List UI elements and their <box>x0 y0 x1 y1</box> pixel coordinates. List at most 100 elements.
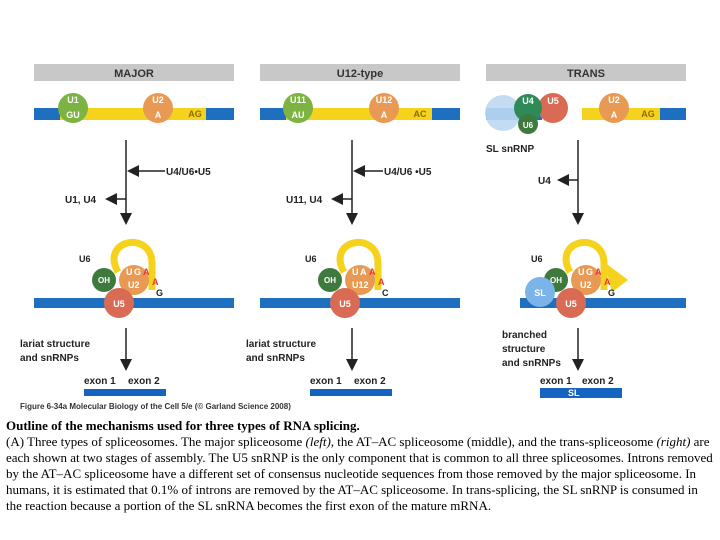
release-label: U11, U4 <box>286 195 323 206</box>
u11-label: U11 <box>290 95 306 105</box>
lariat-a: A <box>595 267 602 277</box>
oh-label: OH <box>324 276 336 285</box>
result-line-1: lariat structure <box>20 339 90 350</box>
slb-label: SL <box>534 288 546 298</box>
u12b-c: C <box>382 288 389 298</box>
end-seq: AG <box>641 109 655 119</box>
recruit-label: U4/U6•U5 <box>166 167 211 178</box>
figure-credit: Figure 6-34a Molecular Biology of the Ce… <box>20 402 291 411</box>
u6-label: U6 <box>523 121 534 130</box>
u12-assembled <box>345 265 375 295</box>
lariat-g: G <box>134 267 141 277</box>
release-label: U1, U4 <box>65 195 97 206</box>
splicing-figure: MAJOR U1 GU U2 A AG U4/U6•U5 U1, U4 U6 O… <box>20 64 686 411</box>
u2b-label: U2 <box>128 280 140 290</box>
figure-caption: Outline of the mechanisms used for three… <box>6 418 714 538</box>
caption-title: Outline of the mechanisms used for three… <box>6 418 360 433</box>
sl-snrnp-label: SL snRNP <box>486 144 534 155</box>
intron-lariat <box>110 239 156 290</box>
u6-snrnp <box>518 114 538 134</box>
branch-arrow <box>604 262 628 292</box>
caption-text: (A) Three types of spliceosomes. The maj… <box>6 434 713 513</box>
lariat-a: A <box>143 267 150 277</box>
u5-label: U5 <box>113 299 125 309</box>
u2b-g: G <box>156 288 163 298</box>
u5b-label: U5 <box>565 299 577 309</box>
panel-major: MAJOR U1 GU U2 A AG U4/U6•U5 U1, U4 U6 O… <box>20 64 234 396</box>
u6-snrnp <box>92 268 116 292</box>
u12-snrnp <box>369 93 399 123</box>
intron-branch <box>562 239 608 290</box>
u1-snrnp <box>58 93 88 123</box>
pre-mrna-exon2 <box>660 108 686 120</box>
branch-a: A <box>155 110 162 120</box>
u2b-snrnp <box>571 265 601 295</box>
panel-header-label: TRANS <box>567 68 605 80</box>
u2b-g: G <box>608 288 615 298</box>
u12b-a: A <box>378 277 385 287</box>
exon2-label: exon 2 <box>128 376 160 387</box>
u5-snrnp <box>538 93 568 123</box>
panel-header-u12 <box>260 64 460 81</box>
u5-snrnp <box>104 288 134 318</box>
exon2-label: exon 2 <box>354 376 386 387</box>
sl-bubble-assembled <box>525 277 555 307</box>
u1-label: U1 <box>67 95 79 105</box>
caption-part-1: (A) Three types of spliceosomes. The maj… <box>6 434 306 449</box>
u6-label: U6 <box>79 254 91 264</box>
u5-label: U5 <box>547 96 559 106</box>
mature-mrna <box>310 389 392 396</box>
panel-header-major <box>34 64 234 81</box>
result-line-3: and snRNPs <box>502 358 561 369</box>
mature-mrna <box>84 389 166 396</box>
assembled-rna <box>520 298 686 308</box>
mature-mrna <box>540 388 622 398</box>
panel-header-label: U12-type <box>337 68 383 80</box>
intron-lariat <box>336 239 382 290</box>
u11-seq: AU <box>292 110 305 120</box>
pre-mrna-exon2 <box>432 108 460 120</box>
result-line-1: lariat structure <box>246 339 316 350</box>
panel-header-label: MAJOR <box>114 68 154 80</box>
panel-trans: TRANS U5 U4 U6 U2 A AG SL snRNP U4 U6 OH… <box>485 64 686 398</box>
lariat-a2: A <box>369 267 376 277</box>
panel-header-trans <box>486 64 686 81</box>
result-line-2: and snRNPs <box>20 353 79 364</box>
lariat-u: U <box>126 267 133 277</box>
u2b-a: A <box>152 277 159 287</box>
lariat-a: A <box>360 267 367 277</box>
caption-part-2: , the AT–AC spliceosome (middle), and th… <box>330 434 657 449</box>
u5-snrnp <box>330 288 360 318</box>
oh-label: OH <box>98 276 110 285</box>
end-seq: AC <box>414 109 427 119</box>
exon1-label: exon 1 <box>540 376 572 387</box>
branch-a: A <box>611 110 618 120</box>
u11-snrnp <box>283 93 313 123</box>
lariat-g: G <box>586 267 593 277</box>
caption-part-3: are each shown at two stages of assembly… <box>6 434 713 513</box>
u2-snrnp <box>599 93 629 123</box>
oh-label: OH <box>550 276 562 285</box>
sl-snrnp-bubble <box>485 95 521 131</box>
branch-a: A <box>381 110 388 120</box>
u4-snrnp <box>514 94 542 122</box>
caption-right: (right) <box>656 434 691 449</box>
u12b-label: U12 <box>352 280 369 290</box>
caption-left: (left) <box>305 434 331 449</box>
panel-u12: U12-type U11 AU U12 A AC U4/U6 •U5 U11, … <box>246 64 460 396</box>
u2b-a: A <box>604 277 611 287</box>
u6b-label: U6 <box>531 254 543 264</box>
u5-label: U5 <box>339 299 351 309</box>
u2-snrnp <box>143 93 173 123</box>
exon1-label: exon 1 <box>84 376 116 387</box>
end-seq: AG <box>188 109 202 119</box>
u5b-snrnp <box>556 288 586 318</box>
result-line-1: branched <box>502 330 547 341</box>
result-line-2: and snRNPs <box>246 353 305 364</box>
lariat-u: U <box>352 267 359 277</box>
result-line-2: structure <box>502 344 546 355</box>
lariat-u: U <box>578 267 585 277</box>
u12-label: U12 <box>376 95 393 105</box>
u6-label: U6 <box>305 254 317 264</box>
u1-seq: GU <box>66 110 80 120</box>
